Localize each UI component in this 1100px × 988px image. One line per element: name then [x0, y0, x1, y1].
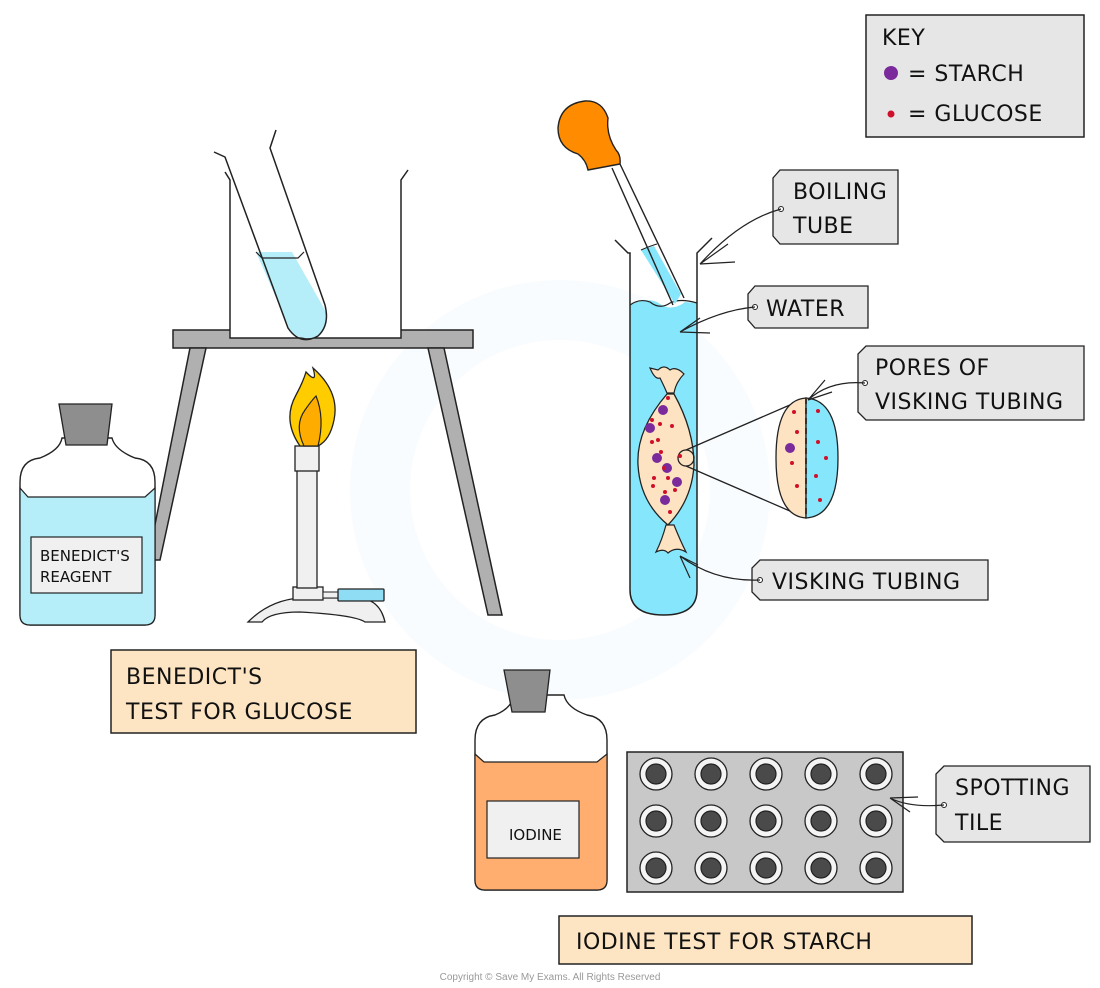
glucose-particle	[656, 438, 660, 442]
tile-well	[859, 757, 893, 791]
label-visking: VISKING TUBING	[772, 570, 961, 595]
glucose-particle	[816, 409, 820, 413]
label-tube: TUBE	[792, 214, 854, 239]
starch-particle	[662, 463, 672, 473]
test-tube-in-beaker	[213, 129, 328, 341]
tile-well	[694, 851, 728, 885]
tile-well	[804, 804, 838, 838]
benedicts-test-caption: BENEDICT'S TEST FOR GLUCOSE	[110, 649, 417, 734]
glucose-particle	[790, 461, 794, 465]
iodine-bottle: IODINE	[474, 669, 608, 891]
tile-well	[639, 851, 673, 885]
starch-particle	[645, 423, 655, 433]
pore-zoom-view	[685, 397, 839, 519]
tile-well	[639, 757, 673, 791]
glucose-particle	[658, 422, 662, 426]
label-pores-line1: PORES OF	[875, 356, 990, 381]
tile-well	[804, 851, 838, 885]
glucose-dot-icon	[887, 110, 895, 118]
label-water: WATER	[766, 297, 845, 322]
glucose-particle	[668, 510, 672, 514]
key-starch: = STARCH	[908, 62, 1024, 87]
glucose-particle	[816, 440, 820, 444]
glucose-particle	[824, 456, 828, 460]
tile-well	[639, 804, 673, 838]
tile-well	[859, 804, 893, 838]
starch-particle	[652, 453, 662, 463]
glucose-particle	[659, 450, 663, 454]
glucose-particle	[666, 396, 670, 400]
glucose-particle	[673, 488, 677, 492]
tripod	[147, 329, 503, 616]
benedicts-caption-line1: BENEDICT'S	[126, 665, 263, 690]
benedicts-caption-line2: TEST FOR GLUCOSE	[125, 700, 353, 725]
label-spotting: SPOTTING	[955, 776, 1070, 801]
water-label: WATER	[679, 285, 869, 334]
spotting-tile	[626, 751, 904, 893]
pores-label: PORES OF VISKING TUBING	[807, 345, 1085, 421]
glucose-particle	[663, 490, 667, 494]
glucose-particle	[795, 484, 799, 488]
glucose-particle	[795, 430, 799, 434]
pore-particles	[785, 409, 828, 502]
benedicts-label-line2: REAGENT	[40, 568, 112, 586]
tile-well	[804, 757, 838, 791]
benedicts-label-line1: BENEDICT'S	[40, 547, 130, 565]
glucose-particle	[652, 476, 656, 480]
boiling-tube-label: BOILING TUBE	[699, 169, 899, 265]
tile-well	[694, 804, 728, 838]
key-title: KEY	[882, 26, 925, 51]
label-tile: TILE	[954, 811, 1003, 836]
key-box: KEY = STARCH = GLUCOSE	[865, 14, 1085, 138]
bunsen-burner	[246, 366, 386, 623]
label-pores-line2: VISKING TUBING	[875, 390, 1064, 415]
iodine-test-caption: IODINE TEST FOR STARCH	[558, 915, 973, 965]
label-boiling: BOILING	[793, 180, 887, 205]
visking-particles	[645, 396, 682, 514]
visking-tubing-label: VISKING TUBING	[679, 555, 989, 601]
tile-well	[749, 757, 783, 791]
tile-well	[749, 804, 783, 838]
pipette	[557, 100, 685, 306]
glucose-particle	[814, 474, 818, 478]
glucose-particle	[662, 466, 666, 470]
starch-particle	[672, 477, 682, 487]
spotting-tile-label: SPOTTING TILE	[889, 765, 1091, 843]
iodine-caption: IODINE TEST FOR STARCH	[576, 930, 872, 955]
iodine-bottle-label: IODINE	[509, 826, 562, 844]
glucose-particle	[792, 410, 796, 414]
tile-well	[859, 851, 893, 885]
glucose-particle	[650, 440, 654, 444]
glucose-particle	[650, 418, 654, 422]
starch-dot-icon	[884, 66, 898, 80]
glucose-particle	[818, 498, 822, 502]
starch-particle	[660, 495, 670, 505]
tile-well	[694, 757, 728, 791]
starch-particle	[785, 443, 795, 453]
glucose-particle	[651, 484, 655, 488]
key-glucose: = GLUCOSE	[908, 102, 1043, 127]
glucose-particle	[678, 454, 682, 458]
tile-well	[749, 851, 783, 885]
starch-particle	[658, 405, 668, 415]
benedicts-reagent-bottle: BENEDICT'S REAGENT	[19, 403, 156, 626]
copyright-text: Copyright © Save My Exams. All Rights Re…	[440, 972, 661, 983]
glucose-particle	[666, 476, 670, 480]
pipette-bulb-icon	[557, 100, 621, 171]
glucose-particle	[670, 424, 674, 428]
